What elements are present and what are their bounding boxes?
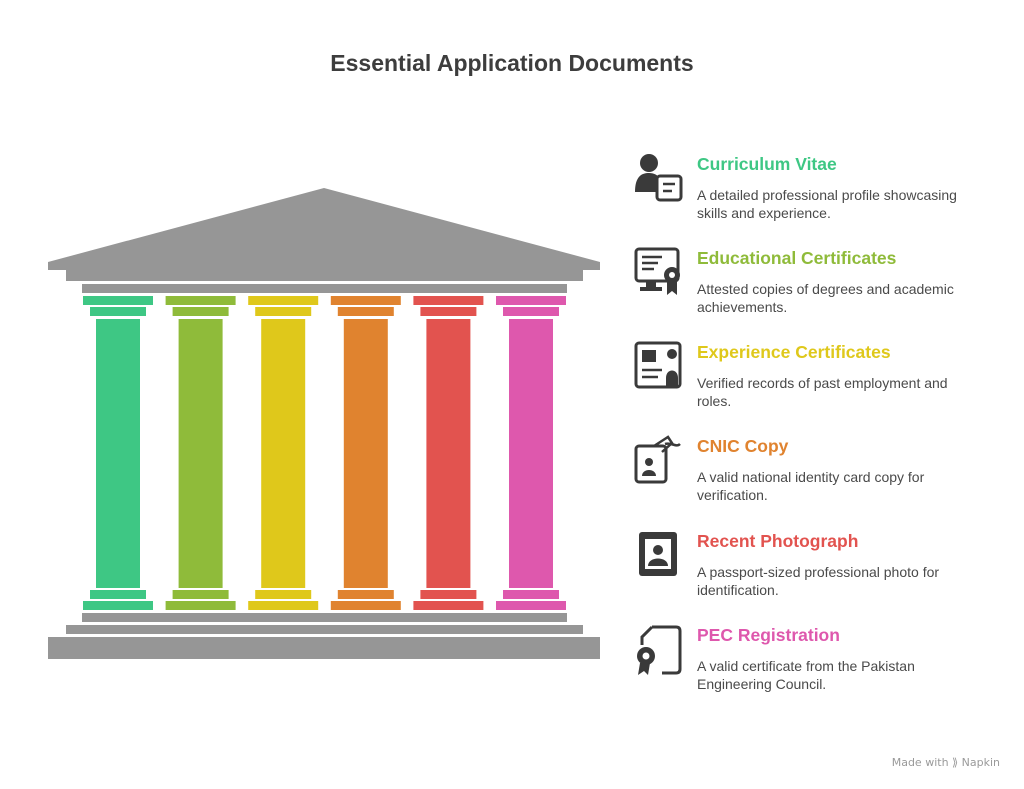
item-title: PEC Registration xyxy=(697,625,840,645)
pillar-base-1 xyxy=(90,590,146,599)
cv-person-icon xyxy=(635,154,683,202)
pillar-shaft-5 xyxy=(426,319,471,588)
pillar-base-bottom-3 xyxy=(248,601,319,610)
pillar-capital-top-4 xyxy=(330,296,401,305)
pillar-group xyxy=(83,296,566,610)
pillar-shaft-4 xyxy=(343,319,388,588)
item-title: Recent Photograph xyxy=(697,531,859,551)
document-item-pec: PEC Registration A valid certificate fro… xyxy=(632,623,972,703)
pillar-base-5 xyxy=(420,590,477,599)
pillar-shaft-6 xyxy=(509,319,553,588)
pillar-capital-top-6 xyxy=(496,296,566,305)
item-title: CNIC Copy xyxy=(697,436,789,456)
item-title: Experience Certificates xyxy=(697,342,891,362)
id-card-icon xyxy=(634,341,682,389)
pillar-base-bottom-5 xyxy=(413,601,484,610)
pillar-capital-top-3 xyxy=(248,296,319,305)
document-item-education: Educational Certificates Attested copies… xyxy=(632,246,972,326)
document-item-cnic: CNIC Copy A valid national identity card… xyxy=(632,434,972,514)
pillar-base-4 xyxy=(337,590,394,599)
registration-badge-icon xyxy=(637,625,682,675)
photo-portrait-icon xyxy=(639,532,677,576)
pillar-shaft-3 xyxy=(261,319,306,588)
document-item-experience: Experience Certificates Verified records… xyxy=(632,340,972,420)
temple-base-bottom xyxy=(48,637,600,659)
pillar-shaft-2 xyxy=(178,319,223,588)
pillar-base-bottom-1 xyxy=(83,601,153,610)
item-description: A passport-sized professional photo for … xyxy=(697,564,940,598)
temple-roof xyxy=(48,188,600,270)
pillar-capital-top-2 xyxy=(165,296,236,305)
item-description: Attested copies of degrees and academic … xyxy=(697,281,954,315)
pillar-capital-6 xyxy=(503,307,559,316)
pillar-base-bottom-2 xyxy=(165,601,236,610)
item-title: Curriculum Vitae xyxy=(697,154,837,174)
temple-diagram xyxy=(48,188,600,659)
pillar-base-2 xyxy=(172,590,229,599)
pillar-capital-5 xyxy=(420,307,477,316)
napkin-watermark: Made with ⟫ Napkin xyxy=(891,756,1000,769)
item-description: A valid national identity card copy for … xyxy=(697,469,925,503)
pillar-capital-2 xyxy=(172,307,229,316)
pillar-base-bottom-6 xyxy=(496,601,566,610)
item-title: Educational Certificates xyxy=(697,248,897,268)
pillar-base-bottom-4 xyxy=(330,601,401,610)
pillar-base-6 xyxy=(503,590,559,599)
pillar-shaft-1 xyxy=(96,319,140,588)
pillar-capital-1 xyxy=(90,307,146,316)
document-item-photo: Recent Photograph A passport-sized profe… xyxy=(632,529,972,609)
signed-id-icon xyxy=(634,435,681,484)
temple-entablature xyxy=(66,270,583,281)
pillar-capital-3 xyxy=(255,307,312,316)
pillar-base-3 xyxy=(255,590,312,599)
certificate-screen-icon xyxy=(634,247,680,295)
pillar-capital-4 xyxy=(337,307,394,316)
pillar-capital-top-1 xyxy=(83,296,153,305)
temple-entablature-lower xyxy=(82,284,567,293)
item-description: A detailed professional profile showcasi… xyxy=(697,187,957,221)
temple-base-top xyxy=(82,613,567,622)
document-item-cv: Curriculum Vitae A detailed professional… xyxy=(632,152,972,232)
item-description: A valid certificate from the Pakistan En… xyxy=(697,658,915,692)
temple-base-middle xyxy=(66,625,583,634)
pillar-capital-top-5 xyxy=(413,296,484,305)
item-description: Verified records of past employment and … xyxy=(697,375,948,409)
diagram-title: Essential Application Documents xyxy=(330,50,694,76)
